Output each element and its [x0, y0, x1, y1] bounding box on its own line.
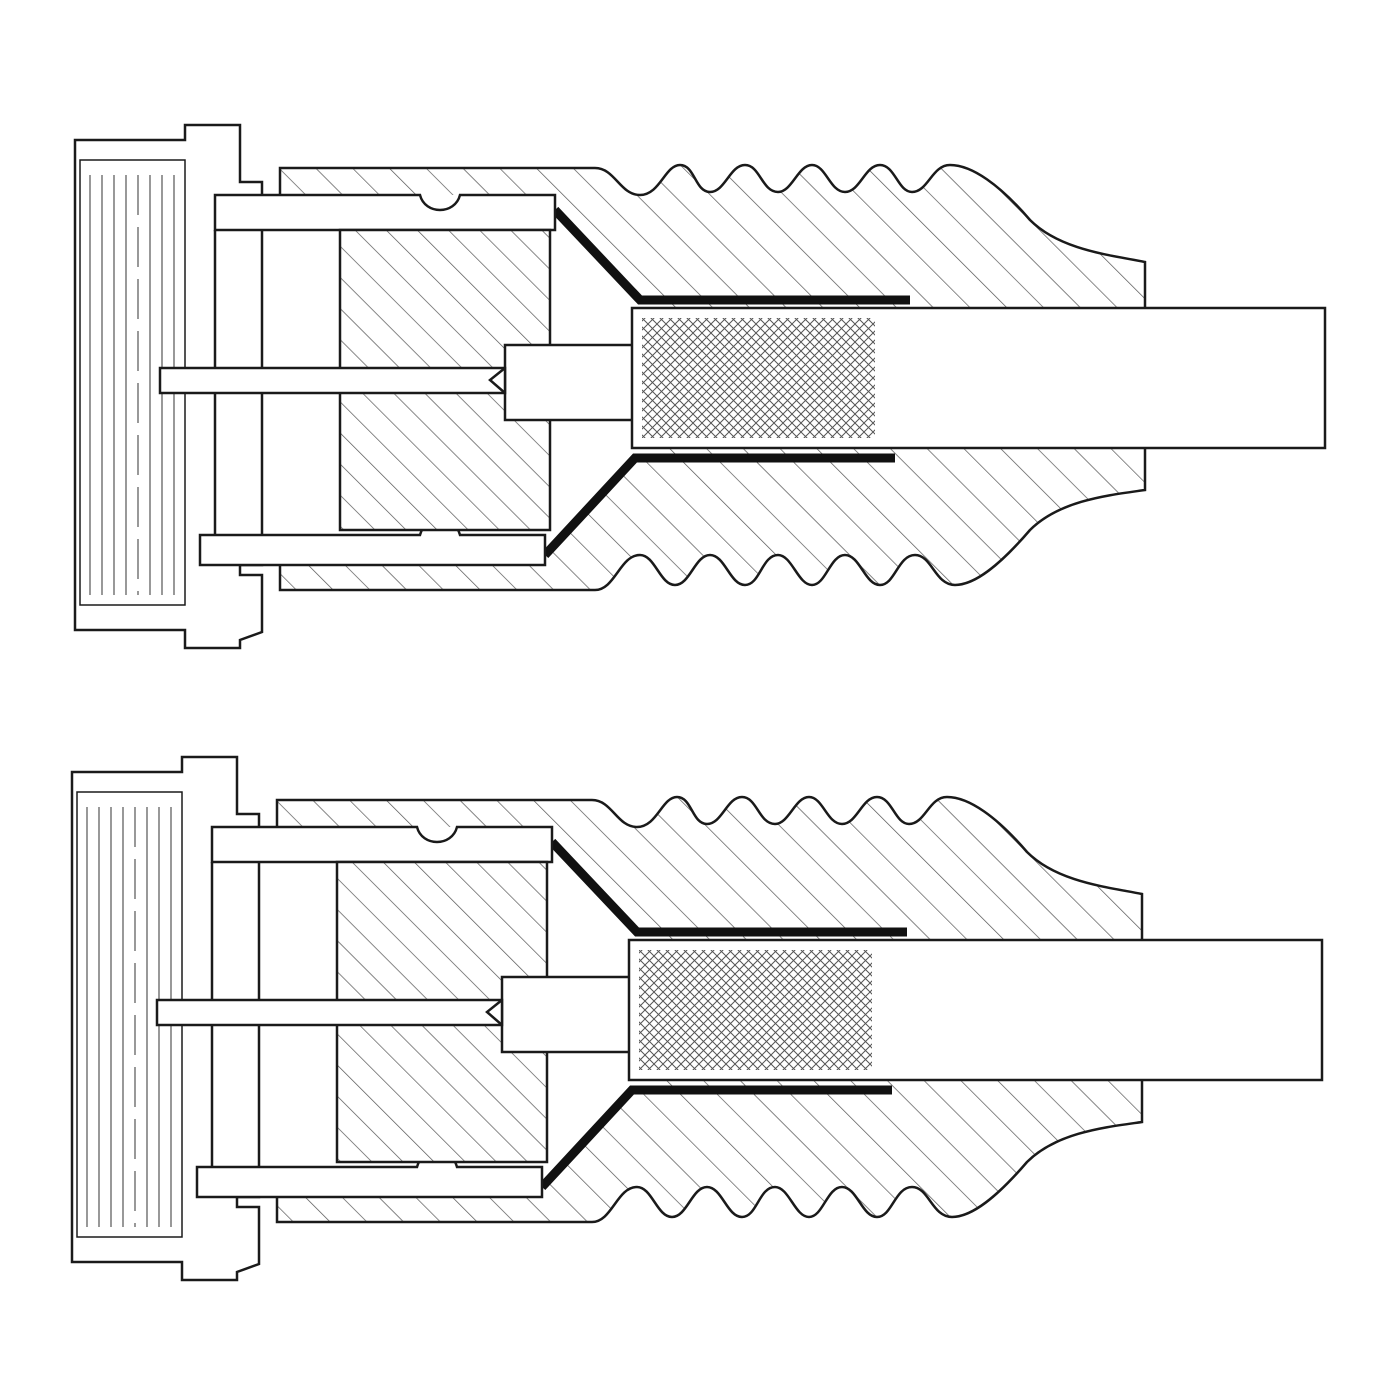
- connector-diagram: [67, 120, 1330, 1285]
